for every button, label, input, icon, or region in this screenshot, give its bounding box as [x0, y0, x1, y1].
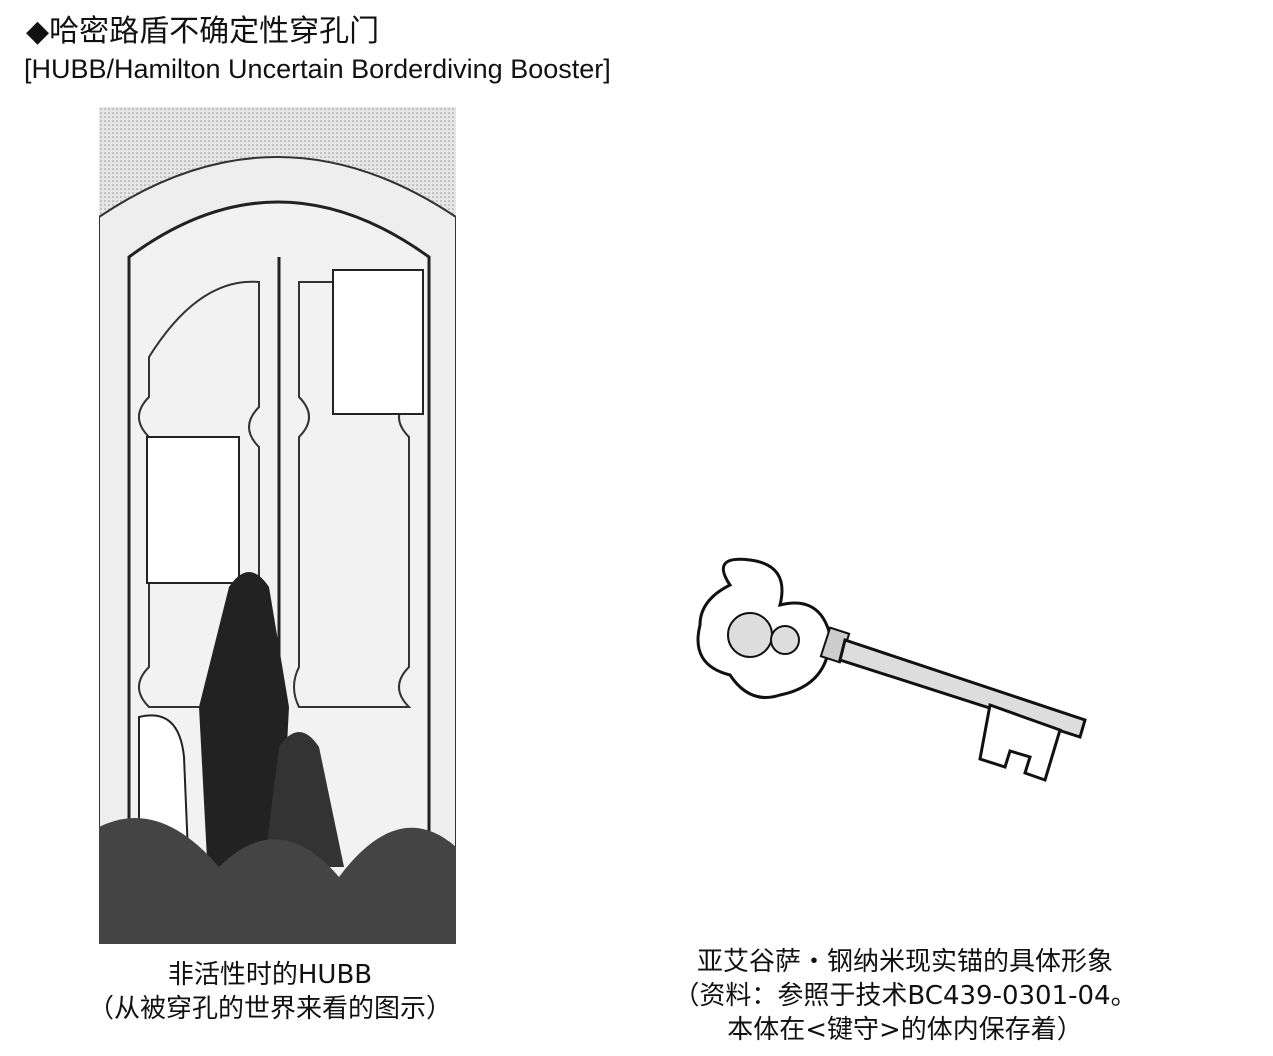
- page-subtitle: [HUBB/Hamilton Uncertain Borderdiving Bo…: [24, 54, 611, 84]
- door-caption-line: （从被穿孔的世界来看的图示）: [87, 994, 452, 1024]
- door-caption: 非活性时的HUBB （从被穿孔的世界来看的图示）: [60, 958, 480, 1026]
- key-caption-line: 亚艾谷萨・钢纳米现实锚的具体形象: [696, 947, 1113, 977]
- key-caption-line: （资料：参照于技术BC439-0301-04。: [673, 981, 1137, 1011]
- reality-anchor-key-illustration: [696, 557, 1087, 782]
- key-caption-line: 本体在<键守>的体内保存着）: [727, 1015, 1083, 1045]
- key-caption: 亚艾谷萨・钢纳米现实锚的具体形象 （资料：参照于技术BC439-0301-04。…: [655, 945, 1155, 1047]
- hubb-door-illustration: [99, 107, 456, 944]
- page-title: ◆哈密路盾不确定性穿孔门: [26, 14, 380, 49]
- door-caption-line: 非活性时的HUBB: [167, 960, 373, 990]
